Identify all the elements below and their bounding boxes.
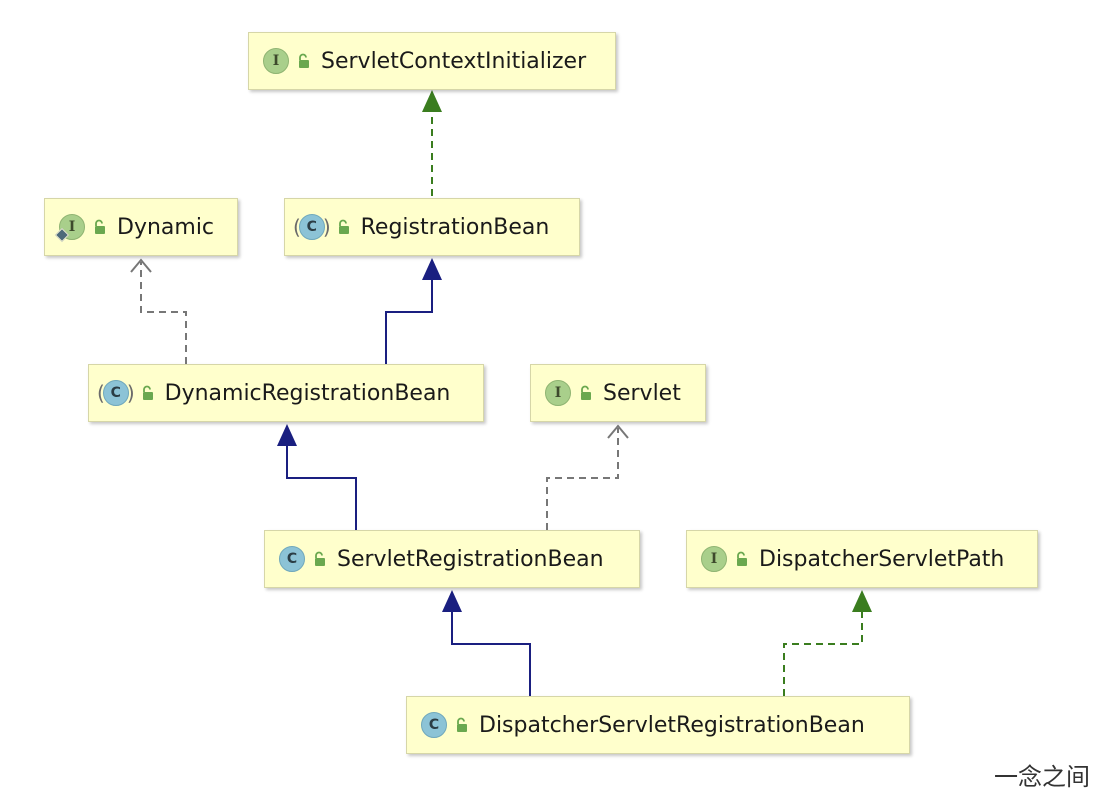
open-lock-icon bbox=[315, 551, 325, 566]
class-icon: C bbox=[279, 546, 305, 572]
watermark-text: 一念之间 bbox=[994, 763, 1090, 791]
node-servlet[interactable]: I Servlet bbox=[530, 364, 706, 422]
node-label: ServletContextInitializer bbox=[321, 48, 587, 74]
interface-icon: I bbox=[54, 214, 85, 243]
arrowhead-servletcontextinitializer bbox=[422, 90, 442, 112]
arrowhead-dynamicregistrationbean bbox=[277, 424, 297, 446]
node-dispatcherservletpath[interactable]: I DispatcherServletPath bbox=[686, 530, 1038, 588]
open-lock-icon bbox=[95, 219, 105, 234]
open-lock-icon bbox=[299, 53, 309, 68]
node-label: DispatcherServletPath bbox=[759, 546, 1005, 572]
class-icon: C bbox=[102, 380, 129, 406]
node-servletcontextinitializer[interactable]: I ServletContextInitializer bbox=[248, 32, 616, 90]
edge-servletregistrationbean-extends-dynamicregistrationbean bbox=[286, 446, 357, 530]
arrowhead-servletregistrationbean bbox=[442, 590, 462, 612]
arrowhead-dynamic bbox=[130, 258, 152, 273]
node-label: RegistrationBean bbox=[360, 214, 550, 240]
node-label: Dynamic bbox=[117, 214, 215, 240]
static-marker-icon bbox=[54, 227, 70, 243]
arrowhead-registrationbean bbox=[422, 258, 442, 280]
edge-dynamicregistrationbean-extends-registrationbean bbox=[385, 278, 433, 364]
edge-dispatcherservletregistrationbean-implements-dispatcherservletpath bbox=[783, 612, 863, 696]
node-label: DynamicRegistrationBean bbox=[164, 380, 451, 406]
node-dynamicregistrationbean[interactable]: (C) DynamicRegistrationBean bbox=[88, 364, 484, 422]
class-icon: C bbox=[298, 214, 325, 240]
open-lock-icon bbox=[737, 551, 747, 566]
interface-icon: I bbox=[263, 48, 289, 74]
node-servletregistrationbean[interactable]: C ServletRegistrationBean bbox=[264, 530, 640, 588]
node-dispatcherservletregistrationbean[interactable]: C DispatcherServletRegistrationBean bbox=[406, 696, 910, 754]
abstract-class-icon: (C) bbox=[97, 380, 135, 406]
open-lock-icon bbox=[338, 219, 349, 234]
node-label: Servlet bbox=[603, 380, 681, 406]
arrowhead-servlet bbox=[607, 424, 629, 439]
node-label: ServletRegistrationBean bbox=[337, 546, 604, 572]
interface-icon: I bbox=[701, 546, 727, 572]
node-dynamic[interactable]: I Dynamic bbox=[44, 198, 238, 256]
interface-icon: I bbox=[545, 380, 571, 406]
node-registrationbean[interactable]: (C) RegistrationBean bbox=[284, 198, 580, 256]
open-lock-icon bbox=[142, 385, 153, 400]
edge-dynamicregistrationbean-implements-dynamic bbox=[140, 262, 187, 364]
arrowhead-dispatcherservletpath bbox=[852, 590, 872, 612]
open-lock-icon bbox=[581, 385, 591, 400]
edge-servletregistrationbean-implements-servlet bbox=[546, 428, 619, 530]
abstract-class-icon: (C) bbox=[293, 214, 331, 240]
class-icon: C bbox=[421, 712, 447, 738]
node-label: DispatcherServletRegistrationBean bbox=[479, 712, 865, 738]
edge-dispatcherservletregistrationbean-extends-servletregistrationbean bbox=[451, 612, 531, 696]
open-lock-icon bbox=[457, 717, 467, 732]
